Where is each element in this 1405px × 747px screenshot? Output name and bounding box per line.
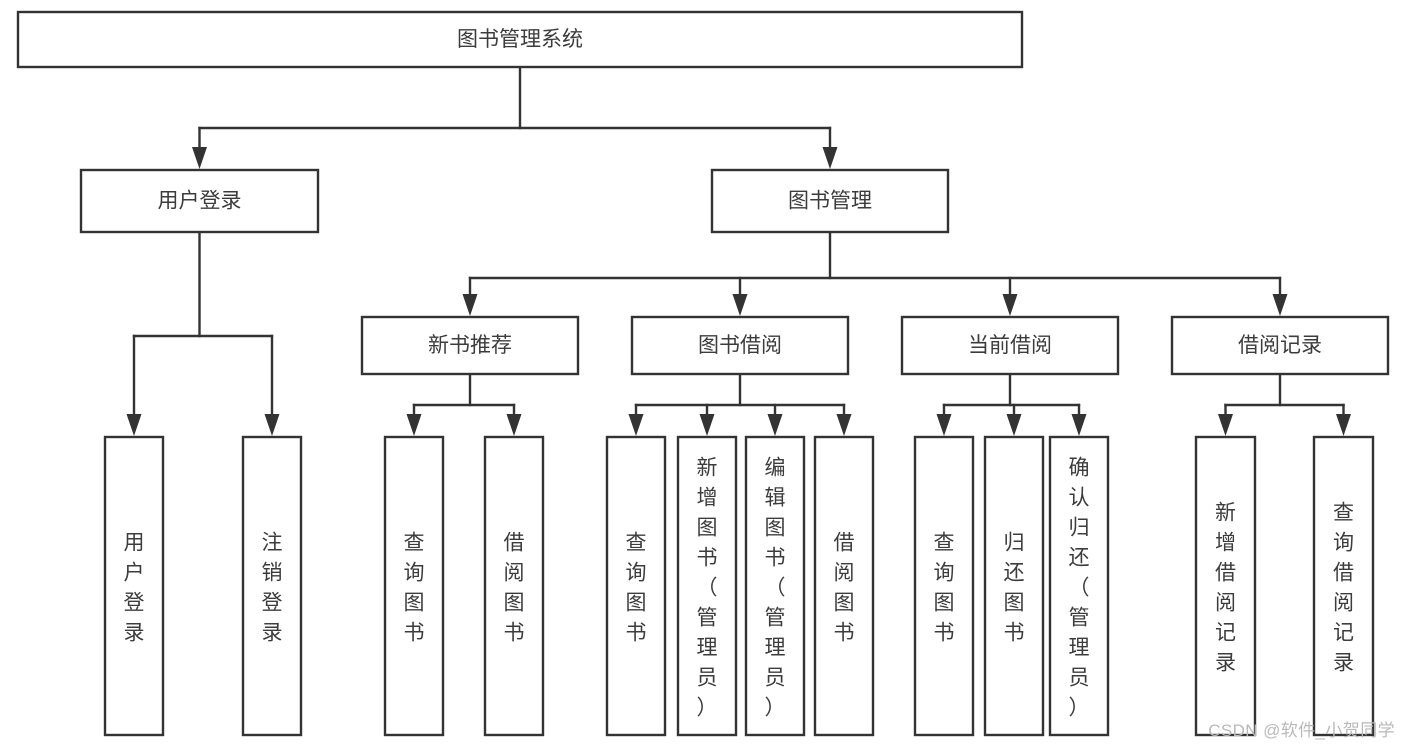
node-label: 查询借阅记录 — [1333, 501, 1354, 674]
edge-arrowhead — [699, 414, 715, 436]
node-layer: 图书管理系统用户登录图书管理新书推荐图书借阅当前借阅借阅记录用户登录注销登录查询… — [16, 10, 1390, 737]
edge-arrowhead — [192, 147, 207, 169]
node-box — [605, 435, 667, 737]
node-box — [900, 315, 1120, 376]
node-box — [1194, 435, 1257, 737]
node-label: 归还图书 — [1004, 531, 1025, 644]
node-leaf_6[interactable]: 新增图书（管理员） — [676, 435, 738, 737]
edge-arrowhead — [264, 414, 280, 436]
node-box — [913, 435, 975, 737]
node-label: 图书借阅 — [698, 334, 782, 357]
node-box — [79, 168, 320, 234]
node-label: 图书管理系统 — [457, 28, 583, 51]
node-label: 图书管理 — [788, 190, 872, 213]
node-box — [360, 315, 580, 376]
node-label: 借阅图书 — [504, 531, 525, 644]
node-l2_b[interactable]: 图书管理 — [710, 168, 950, 234]
node-label: 借阅图书 — [834, 531, 855, 644]
edge-arrowhead — [836, 414, 852, 436]
node-leaf_7[interactable]: 编辑图书（管理员） — [744, 435, 806, 737]
edge-arrowhead — [1336, 414, 1351, 436]
node-box — [630, 315, 850, 376]
node-label: 编辑图书（管理员） — [765, 456, 786, 719]
node-l3_d[interactable]: 借阅记录 — [1170, 315, 1390, 376]
node-leaf_13[interactable]: 查询借阅记录 — [1312, 435, 1375, 737]
node-leaf_9[interactable]: 查询图书 — [913, 435, 975, 737]
node-label: 用户登录 — [124, 531, 145, 644]
node-label: 新书推荐 — [428, 334, 512, 357]
edge-arrowhead — [767, 414, 783, 436]
edge-arrowhead — [462, 294, 478, 316]
edge-arrowhead — [1006, 414, 1022, 436]
node-l3_b[interactable]: 图书借阅 — [630, 315, 850, 376]
node-box — [103, 435, 165, 737]
node-leaf_10[interactable]: 归还图书 — [983, 435, 1045, 737]
node-box — [744, 435, 806, 737]
node-label: 用户登录 — [158, 190, 242, 213]
node-box — [483, 435, 545, 737]
edge-arrowhead — [1218, 414, 1233, 436]
node-leaf_2[interactable]: 注销登录 — [241, 435, 303, 737]
node-leaf_5[interactable]: 查询图书 — [605, 435, 667, 737]
node-box — [813, 435, 875, 737]
node-label: 查询图书 — [934, 531, 955, 644]
node-box — [983, 435, 1045, 737]
node-label: 确认归还（管理员） — [1069, 456, 1090, 719]
node-label: 当前借阅 — [968, 334, 1052, 357]
node-box — [383, 435, 445, 737]
node-leaf_8[interactable]: 借阅图书 — [813, 435, 875, 737]
edge-arrowhead — [506, 414, 522, 436]
node-leaf_4[interactable]: 借阅图书 — [483, 435, 545, 737]
node-leaf_11[interactable]: 确认归还（管理员） — [1048, 435, 1110, 737]
edge-arrowhead — [126, 414, 142, 436]
edge-arrowhead — [1002, 294, 1018, 316]
node-box — [1312, 435, 1375, 737]
node-box — [16, 10, 1024, 69]
node-box — [241, 435, 303, 737]
node-label: 查询图书 — [626, 531, 647, 644]
node-box — [1048, 435, 1110, 737]
node-box — [710, 168, 950, 234]
node-leaf_3[interactable]: 查询图书 — [383, 435, 445, 737]
node-root[interactable]: 图书管理系统 — [16, 10, 1024, 69]
node-box — [676, 435, 738, 737]
node-leaf_12[interactable]: 新增借阅记录 — [1194, 435, 1257, 737]
edge-arrowhead — [822, 147, 838, 169]
node-label: 借阅记录 — [1238, 334, 1322, 357]
edge-arrowhead — [936, 414, 952, 436]
edge-arrowhead — [732, 294, 748, 316]
node-l3_a[interactable]: 新书推荐 — [360, 315, 580, 376]
edge-arrowhead — [1071, 414, 1087, 436]
edge-arrowhead — [406, 414, 422, 436]
node-leaf_1[interactable]: 用户登录 — [103, 435, 165, 737]
node-label: 注销登录 — [262, 531, 283, 644]
node-l2_a[interactable]: 用户登录 — [79, 168, 320, 234]
node-box — [1170, 315, 1390, 376]
connector-layer — [126, 65, 1351, 436]
node-label: 查询图书 — [404, 531, 425, 644]
node-label: 新增图书（管理员） — [697, 456, 718, 719]
edge-arrowhead — [1272, 294, 1288, 316]
node-l3_c[interactable]: 当前借阅 — [900, 315, 1120, 376]
edge-arrowhead — [628, 414, 644, 436]
node-label: 新增借阅记录 — [1215, 501, 1236, 674]
